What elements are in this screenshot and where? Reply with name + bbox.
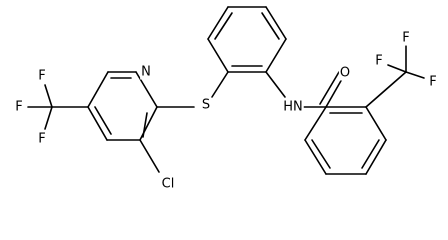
atom-label-background (338, 65, 352, 81)
fluorine-label-1: F (38, 69, 45, 84)
atom-label-background (37, 68, 47, 84)
atom-label-background (160, 176, 176, 192)
fluorine-label-2: F (15, 100, 22, 115)
atom-label-background (14, 99, 24, 115)
bonds (27, 6, 425, 175)
fluorine-label-4: F (375, 54, 382, 69)
fluorine-label-6: F (402, 31, 409, 46)
atom-label-background (374, 53, 384, 69)
sulfur-label: S (202, 98, 210, 113)
atom-label-background (282, 99, 304, 115)
atom-labels: N S Cl F F F HN O F F F (14, 30, 438, 192)
atom-label-background (428, 74, 438, 90)
pyridine-nitrogen-label: N (141, 65, 151, 80)
chlorine-label: Cl (162, 177, 175, 192)
atom-label-background (200, 97, 212, 113)
fluorine-label-5: F (429, 75, 436, 90)
atom-label-background (37, 131, 47, 147)
fluorine-label-3: F (38, 132, 45, 147)
carbonyl-oxygen-label: O (340, 66, 350, 81)
chemical-structure: N S Cl F F F HN O F F F (14, 6, 438, 192)
atom-label-background (401, 30, 411, 46)
atom-label-background (140, 64, 152, 80)
amide-nh-label: HN (283, 100, 303, 115)
